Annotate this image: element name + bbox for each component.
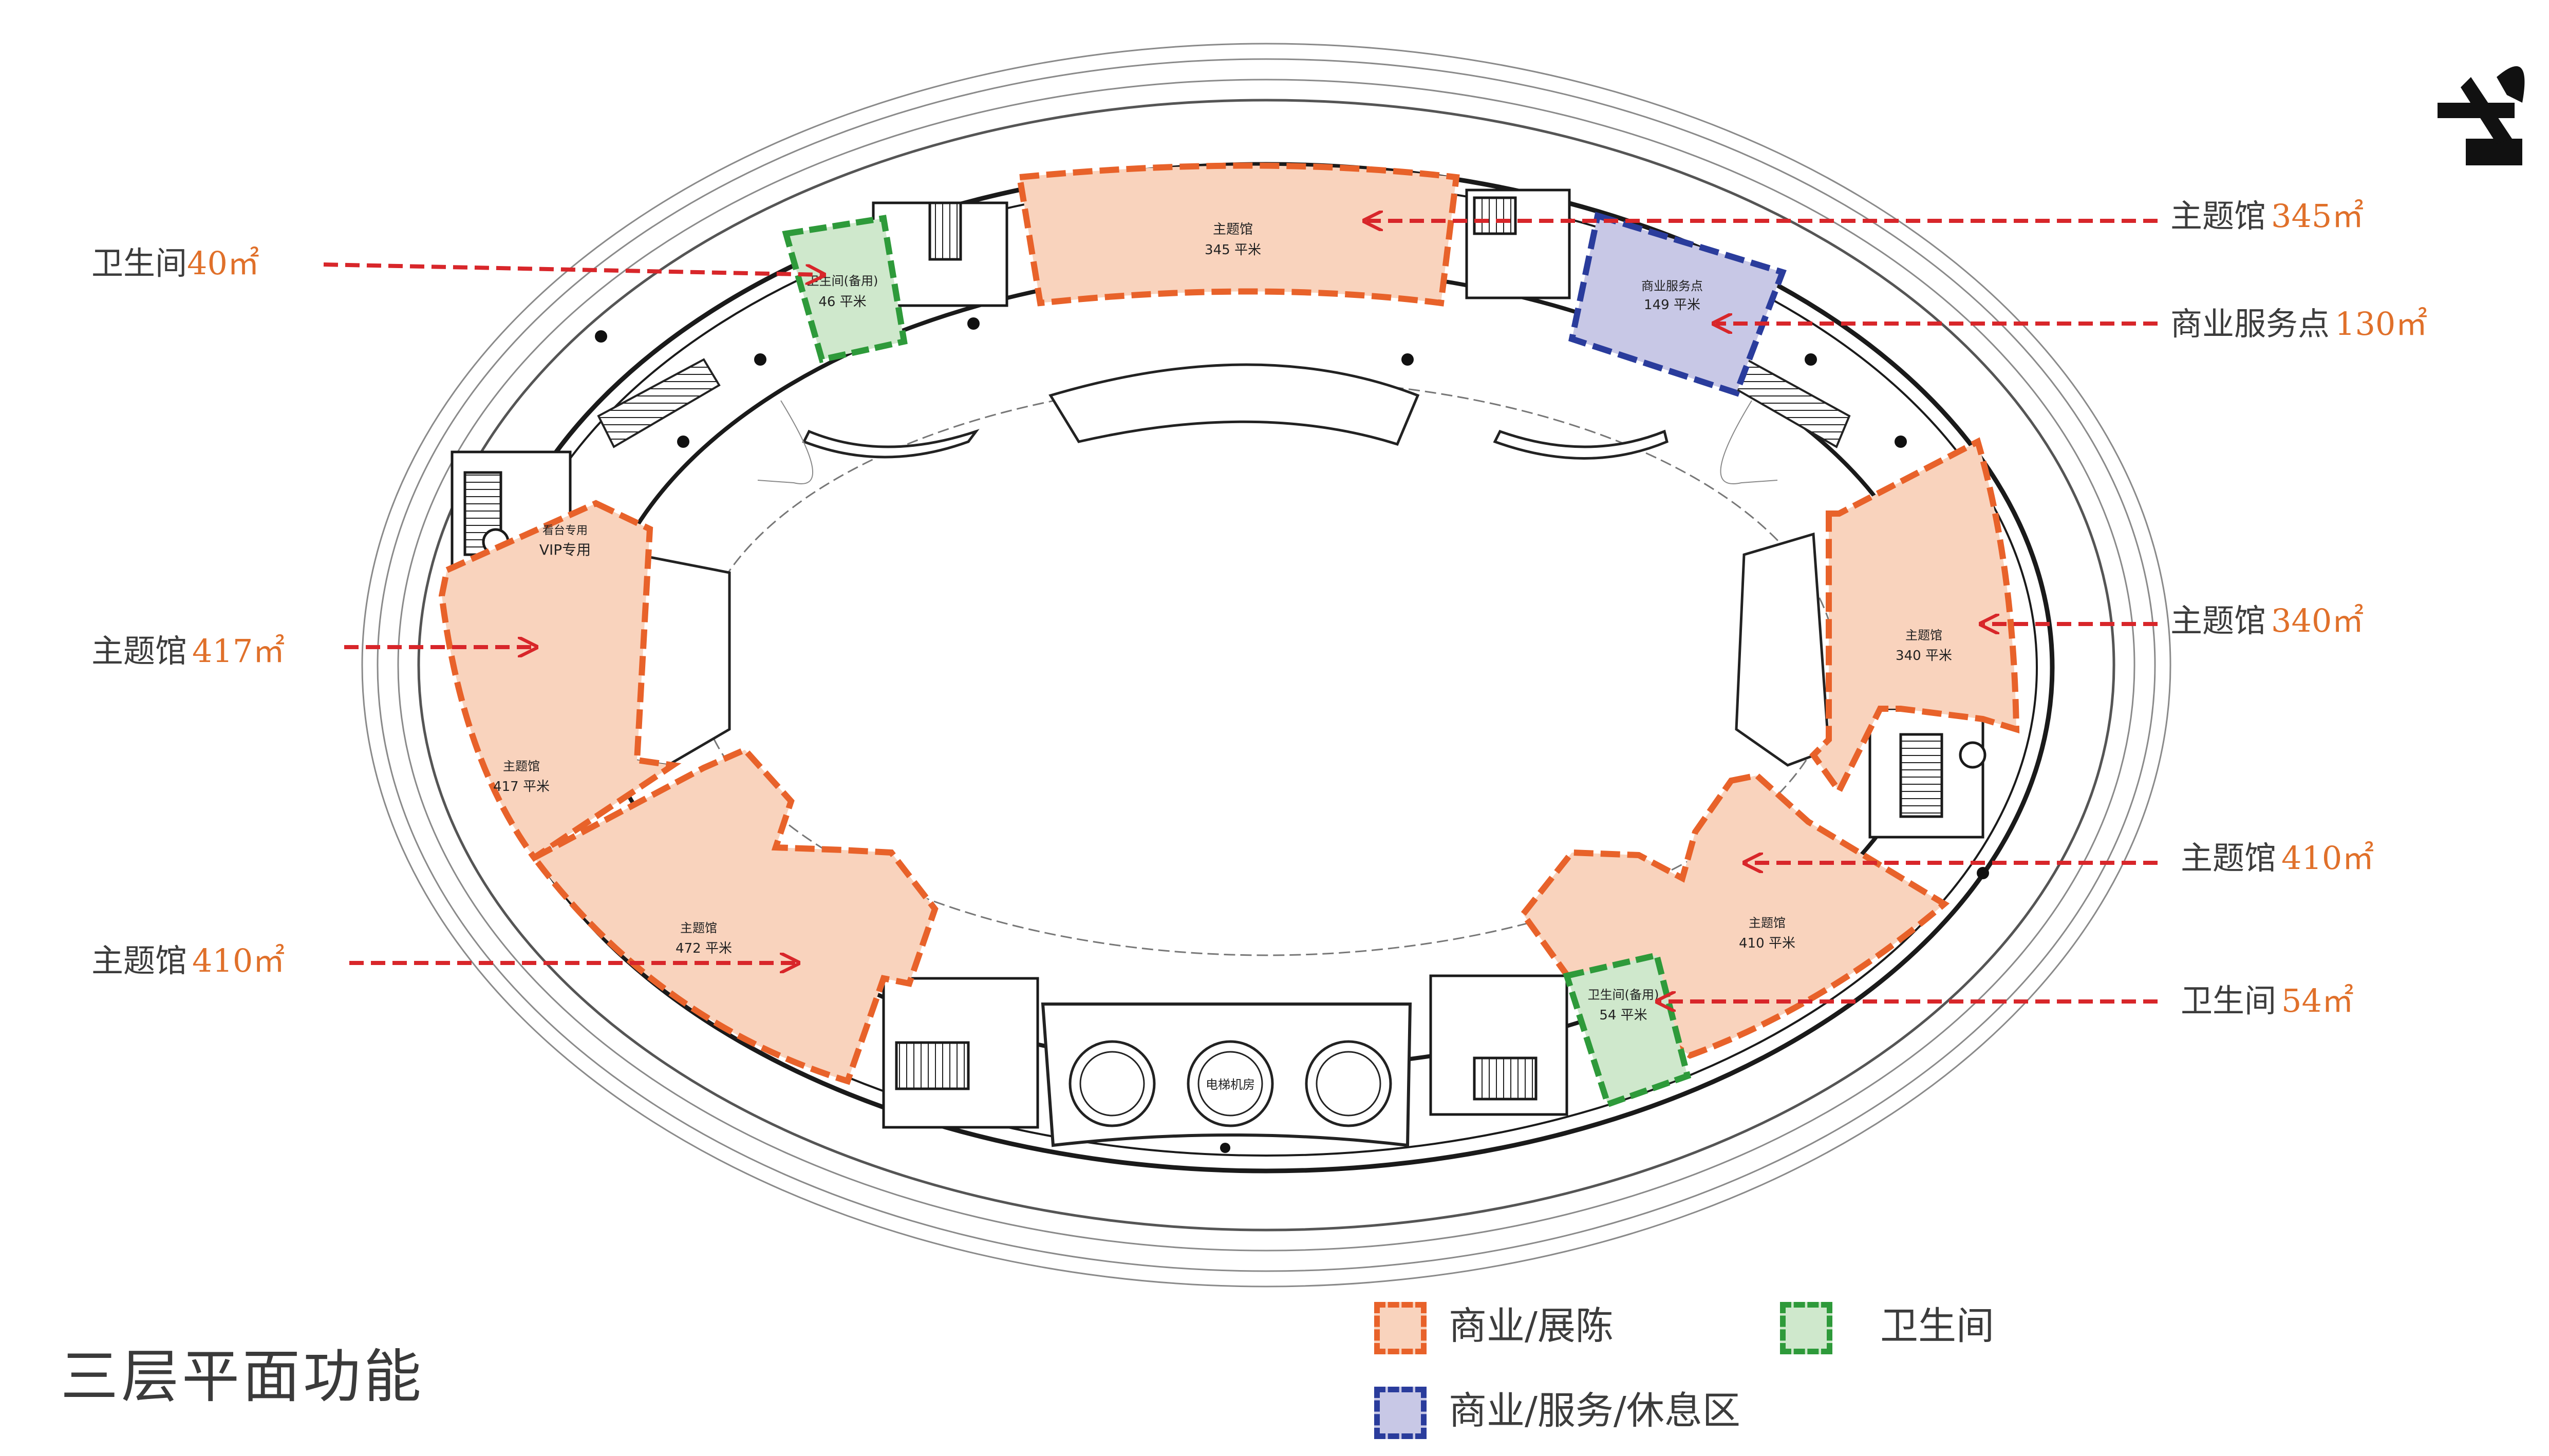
callout-hall-lower-right-value: 410㎡ xyxy=(2281,839,2374,877)
exhibit-zones xyxy=(438,162,2020,1085)
legend-label-service: 商业/服务/休息区 xyxy=(1449,1389,1740,1433)
hall-left-name: 主题馆 xyxy=(503,759,540,773)
callout-wc-right-value: 54㎡ xyxy=(2281,982,2354,1019)
service-name: 商业服务点 xyxy=(1641,279,1703,293)
callout-hall-lower-left-name: 主题馆 xyxy=(91,942,188,979)
hall-left-area: 417 平米 xyxy=(493,779,550,795)
callout-wc-left: 卫生间40㎡ xyxy=(91,248,259,279)
wc-right-name: 卫生间(备用) xyxy=(1588,988,1659,1002)
hall-lower-right-name: 主题馆 xyxy=(1749,916,1786,930)
callout-wc-left-value: 40㎡ xyxy=(187,244,259,282)
room-labels: 主题馆 345 平米 商业服务点 149 平米 卫生间(备用) 46 平米 看台… xyxy=(493,222,1952,1092)
callout-hall-top-name: 主题馆 xyxy=(2170,197,2266,235)
callout-hall-left-value: 417㎡ xyxy=(192,632,285,670)
service-zone xyxy=(1568,212,1787,397)
hall-lower-left-name: 主题馆 xyxy=(680,921,717,935)
hall-right-name: 主题馆 xyxy=(1905,628,1942,642)
legend-swatch-service xyxy=(1374,1387,1427,1439)
callout-arrows xyxy=(323,221,2158,1001)
callout-hall-right-name: 主题馆 xyxy=(2170,602,2266,639)
legend-swatch-wc xyxy=(1780,1302,1832,1354)
vip-sub: VIP专用 xyxy=(539,541,591,558)
callout-hall-lower-right-name: 主题馆 xyxy=(2181,839,2277,877)
elevator-room-name: 电梯机房 xyxy=(1206,1077,1255,1092)
hall-lower-left-area: 472 平米 xyxy=(676,941,732,956)
wc-right-area: 54 平米 xyxy=(1599,1008,1647,1023)
wc-left-zone xyxy=(782,215,908,364)
vip-name: 看台专用 xyxy=(542,524,588,537)
north-arrow-icon xyxy=(2438,66,2525,165)
arrow-wc-left xyxy=(323,262,822,275)
hall-top-name: 主题馆 xyxy=(1213,222,1253,237)
callout-service-name: 商业服务点 xyxy=(2170,305,2330,343)
wc-left-area: 46 平米 xyxy=(818,294,866,310)
callout-wc-left-name: 卫生间 xyxy=(91,244,188,282)
service-cores xyxy=(451,188,1986,1129)
hall-left-zone xyxy=(438,500,682,862)
site-rings xyxy=(361,43,2171,1288)
hall-right-zone xyxy=(1809,437,2020,797)
callout-service-value: 130㎡ xyxy=(2335,305,2428,343)
callout-hall-lower-left-value: 410㎡ xyxy=(192,942,285,979)
hall-right-area: 340 平米 xyxy=(1896,648,1952,664)
callout-hall-left-name: 主题馆 xyxy=(91,632,188,670)
hall-lower-left-zone xyxy=(529,746,939,1085)
legend-label-exhibit: 商业/展陈 xyxy=(1449,1304,1614,1348)
callout-wc-right-name: 卫生间 xyxy=(2181,982,2277,1019)
hall-lower-right-area: 410 平米 xyxy=(1739,936,1795,951)
legend-label-wc: 卫生间 xyxy=(1880,1304,1994,1348)
service-area: 149 平米 xyxy=(1644,297,1700,313)
central-field xyxy=(630,363,1830,1147)
page-title: 三层平面功能 xyxy=(61,1344,424,1410)
wc-left-name: 卫生间(备用) xyxy=(807,274,878,288)
hall-top-zone xyxy=(1016,162,1460,307)
callout-hall-top-value: 345㎡ xyxy=(2271,197,2364,235)
callout-hall-right-value: 340㎡ xyxy=(2271,602,2364,639)
escalators xyxy=(597,358,1851,448)
hall-top-area: 345 平米 xyxy=(1205,242,1261,258)
legend-swatch-exhibit xyxy=(1374,1302,1427,1354)
wc-zones xyxy=(782,215,1692,1108)
